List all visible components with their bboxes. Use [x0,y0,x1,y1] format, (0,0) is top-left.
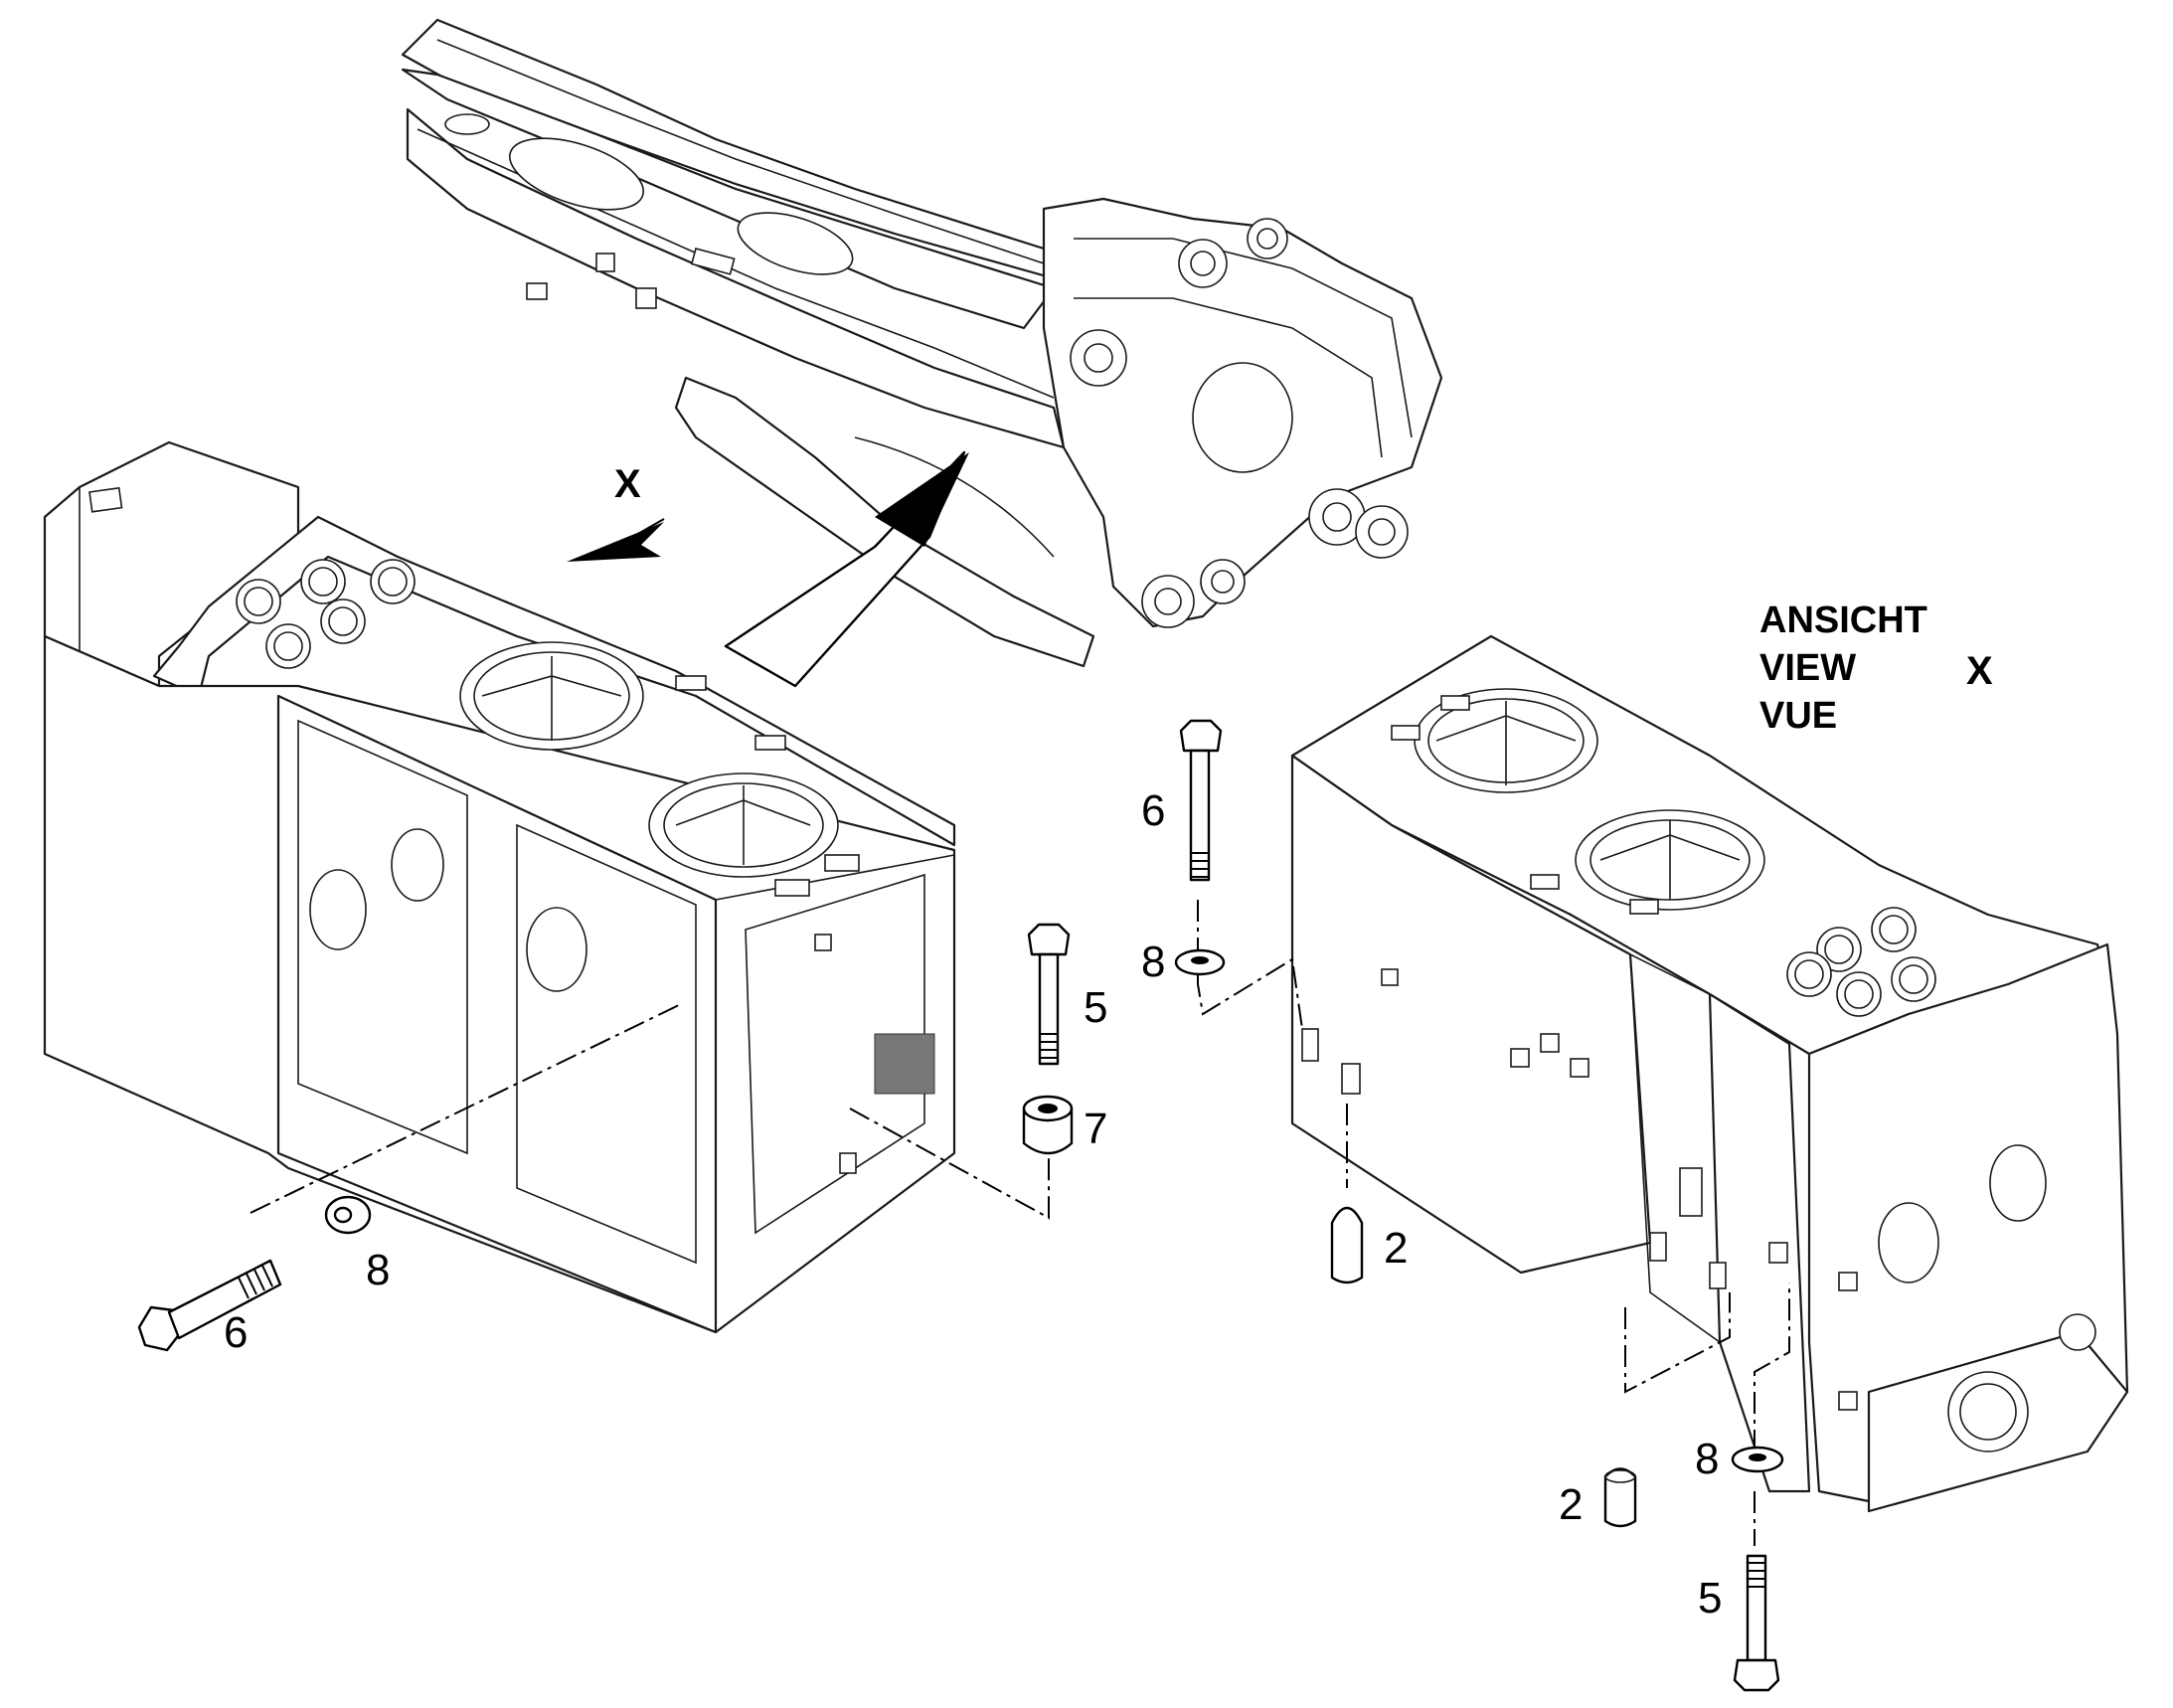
callout-bolt-5-lower: 5 [1698,1574,1722,1623]
pin-part-2-right [1330,1206,1364,1284]
pin-part-2-lower [1603,1467,1637,1528]
bolt-part-5-mid [1027,923,1071,1066]
view-caption-marker: X [1966,649,1993,693]
callout-bolt-5-mid: 5 [1084,983,1107,1032]
callout-washer-8-right: 8 [1141,938,1165,986]
view-caption-english: VIEW [1759,647,1856,689]
washer-part-8-left [324,1195,372,1235]
callout-bolt-6-right: 6 [1141,786,1165,835]
right-housing-drawing [1290,634,2129,1513]
spacer-part-7 [1022,1095,1074,1155]
washer-part-8-right [1174,948,1226,976]
callout-spacer-7: 7 [1084,1105,1107,1153]
bolt-part-6-right [1179,719,1223,882]
rear-frame-drawing [401,18,1443,668]
callout-pin-2-right: 2 [1384,1224,1408,1273]
view-arrow-label: X [614,462,641,506]
bolt-part-6-left [137,1259,282,1352]
callout-bolt-6-left: 6 [224,1308,248,1357]
view-caption-german: ANSICHT [1759,599,1927,641]
view-direction-arrow [567,518,665,562]
assembly-centerlines [250,900,1790,1546]
left-housing-drawing [43,440,956,1334]
washer-part-8-lower [1731,1446,1784,1473]
view-caption-french: VUE [1759,695,1837,737]
bolt-part-5-lower [1733,1554,1780,1692]
callout-washer-8-lower: 8 [1695,1435,1719,1483]
projection-arrow [724,450,969,688]
view-caption: ANSICHT VIEW VUE X [1759,599,1993,737]
callout-washer-8-left: 8 [366,1246,390,1294]
callout-pin-2-lower: 2 [1559,1480,1583,1529]
